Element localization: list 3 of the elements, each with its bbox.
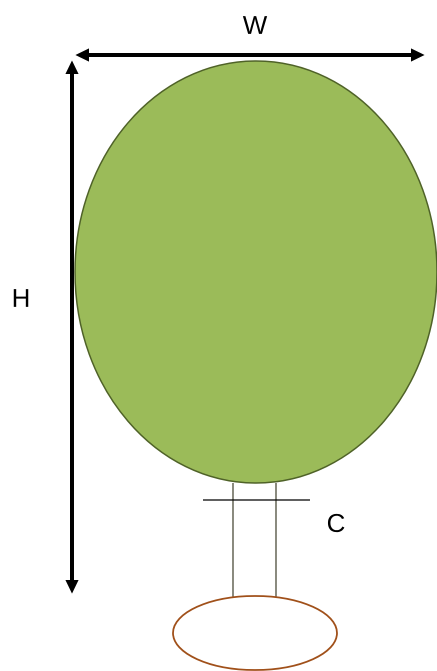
dimension-label: W [242,16,268,34]
dimension-label: C [328,514,344,532]
dimension-label: H [14,289,28,307]
